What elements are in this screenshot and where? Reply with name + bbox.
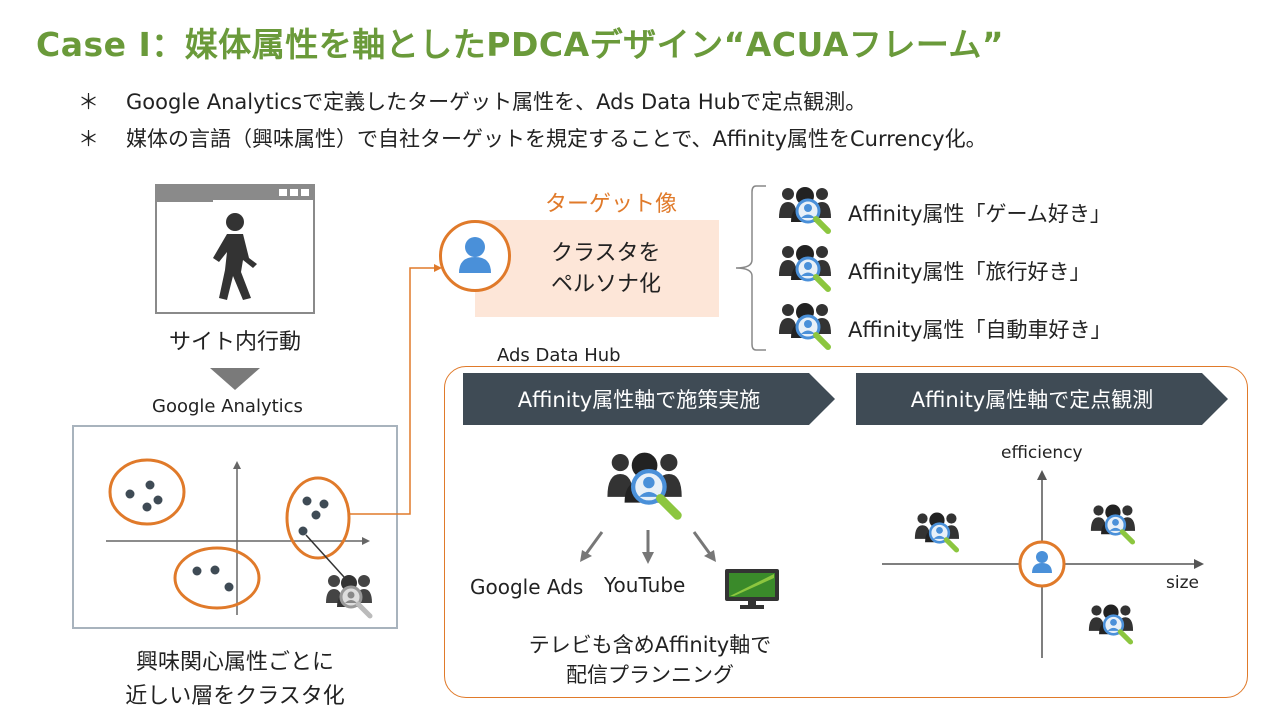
axis-x-label: size [1166,573,1199,593]
browser-window-icon [155,184,315,314]
arrow-icon [642,530,654,564]
persona-avatar [439,220,511,292]
arrow-icon [580,531,604,562]
user-group-search-icon [1090,504,1136,545]
page-title: Case I：媒体属性を軸としたPDCAデザイン“ACUAフレーム” [36,25,1005,64]
user-group-search-icon [914,512,960,553]
user-group-search-icon [779,303,831,350]
user-group-search-icon [1088,604,1134,645]
bullet-2-text: 媒体の言語（興味属性）で自社ターゲットを規定することで、Affinity属性をC… [126,127,987,151]
persona-header: ターゲット像 [545,192,678,217]
affinity-label-2: Affinity属性「旅行好き」 [848,260,1091,284]
tv-monitor-icon [725,569,779,609]
affinity-label-1: Affinity属性「ゲーム好き」 [848,202,1111,226]
channel-google-ads: Google Ads [470,575,584,599]
user-avatar-icon [459,237,491,273]
browser-caption: サイト内行動 [168,330,301,355]
connector-arrow [348,264,442,515]
brace [735,185,766,351]
adh-caption-line1: テレビも含めAffinity軸で [528,633,772,657]
adh-label: Ads Data Hub [497,345,621,366]
ga-label: Google Analytics [152,396,303,417]
adh-caption-line2: 配信プランニング [566,663,734,687]
step1-label: Affinity属性軸で施策実施 [517,388,761,412]
down-arrow-icon [210,368,260,390]
user-group-search-icon [607,452,682,520]
user-group-search-icon [779,187,831,234]
bullet-2: ＊ 媒体の言語（興味属性）で自社ターゲットを規定することで、Affinity属性を… [78,123,987,153]
persona-panel: クラスタを ペルソナ化 [475,220,719,317]
bullet-1-text: Google Analyticsで定義したターゲット属性を、Ads Data H… [126,90,867,114]
affinity-label-3: Affinity属性「自動車好き」 [848,318,1112,342]
user-avatar-icon [1018,540,1066,588]
persona-text-line1: クラスタを [551,241,661,266]
bullet-mark: ＊ [78,127,99,151]
walking-person-icon [213,213,257,300]
adh-frame [444,366,1248,698]
cluster-caption: 興味関心属性ごとに 近しい層をクラスタ化 [92,646,378,714]
bullet-mark: ＊ [78,90,99,114]
adh-caption: テレビも含めAffinity軸で 配信プランニング [470,630,830,690]
user-group-search-icon [779,245,831,292]
cluster-scatter-plot [106,458,373,619]
step2-chevron: Affinity属性軸で定点観測 [856,373,1228,425]
cluster-caption-line2: 近しい層をクラスタ化 [125,684,345,709]
step2-label: Affinity属性軸で定点観測 [910,388,1154,412]
arrow-icon [692,531,716,562]
step1-chevron: Affinity属性軸で施策実施 [463,373,835,425]
user-group-search-icon [326,575,373,619]
quadrant-chart [882,470,1204,658]
axis-y-label: efficiency [1001,443,1083,463]
cluster-scatter-box [72,425,398,629]
distribution-arrows [580,530,716,564]
persona-text-line2: ペルソナ化 [551,272,662,297]
bullet-1: ＊ Google Analyticsで定義したターゲット属性を、Ads Data … [78,86,866,116]
channel-youtube: YouTube [604,573,686,597]
cluster-caption-line1: 興味関心属性ごとに [135,650,334,675]
